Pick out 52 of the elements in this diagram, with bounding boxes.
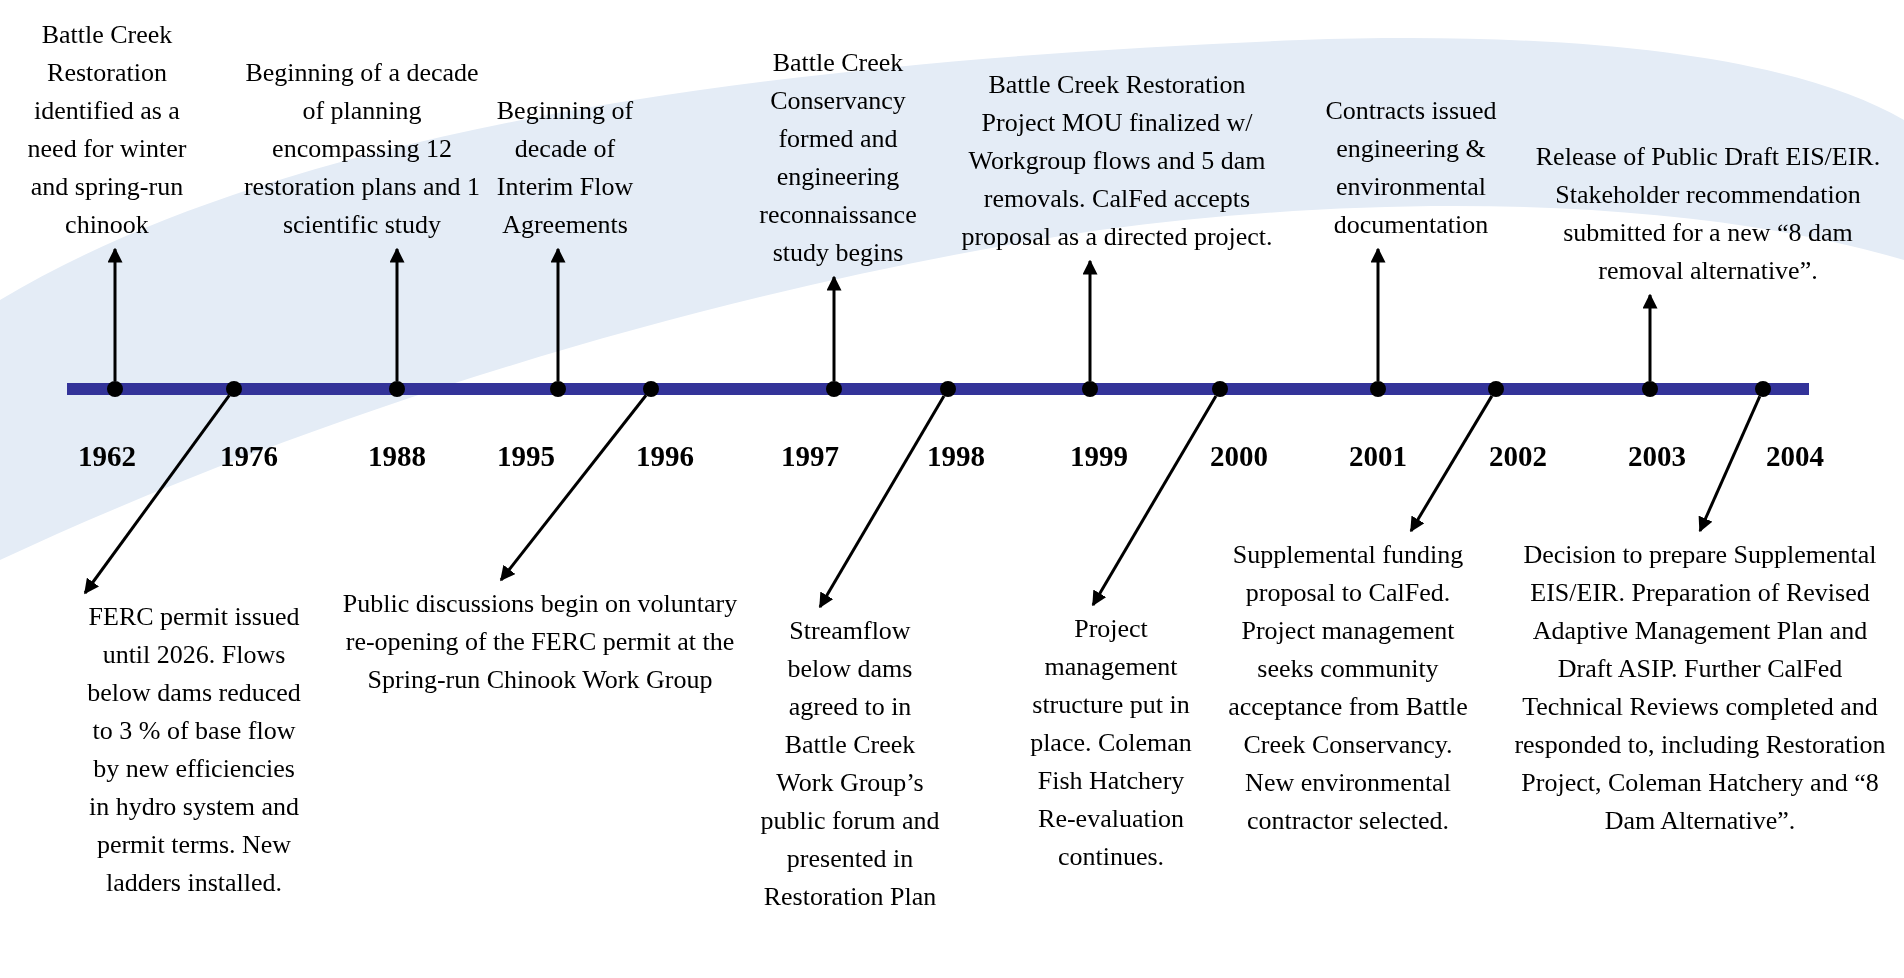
arrow: [1698, 395, 1762, 533]
year-label: 2001: [1349, 439, 1407, 473]
year-label: 1997: [781, 439, 839, 473]
arrow: [499, 394, 648, 582]
arrow: [83, 394, 231, 595]
timeline-dot: [1370, 381, 1386, 397]
timeline-dot: [643, 381, 659, 397]
event-description: Release of Public Draft EIS/EIR. Stakeholder recommendation submitted for a new “8 dam removal alternative”.: [1525, 138, 1891, 290]
arrow: [1642, 293, 1658, 381]
event-description: Beginning of decade of Interim Flow Agreements: [480, 92, 650, 244]
year-label: 1996: [636, 439, 694, 473]
arrow: [1370, 247, 1386, 381]
year-label: 2002: [1489, 439, 1547, 473]
event-description: Beginning of a decade of planning encompassing 12 restoration plans and 1 scientific study: [242, 54, 482, 244]
event-description: Decision to prepare Supplemental EIS/EIR. Preparation of Revised Adaptive Management Plan and Draft ASIP. Further CalFed Technical Reviews completed and responded to, including Restoration Project, Coleman Hatchery and “8 Dam Alternative”.: [1507, 536, 1893, 840]
event-description: Supplemental funding proposal to CalFed. Project management seeks community acceptance from Battle Creek Conservancy. New environmental contractor selected.: [1218, 536, 1478, 840]
year-label: 2004: [1766, 439, 1824, 473]
event-description: Battle Creek Conservancy formed and engineering reconnaissance study begins: [735, 44, 941, 272]
timeline-dot: [107, 381, 123, 397]
event-description: Project management structure put in place. Coleman Fish Hatchery Re-evaluation continues.: [1021, 610, 1201, 876]
year-label: 2003: [1628, 439, 1686, 473]
timeline-dot: [550, 381, 566, 397]
year-label: 1999: [1070, 439, 1128, 473]
year-label: 1988: [368, 439, 426, 473]
event-description: Battle Creek Restoration Project MOU finalized w/ Workgroup flows and 5 dam removals. CalFed accepts proposal as a directed project.: [952, 66, 1282, 256]
arrow: [1091, 395, 1218, 607]
timeline-dot: [1642, 381, 1658, 397]
timeline-dot: [1755, 381, 1771, 397]
event-description: FERC permit issued until 2026. Flows below dams reduced to 3 % of base flow by new efficiencies in hydro system and permit terms. New ladders installed.: [86, 598, 302, 902]
timeline-dot: [1212, 381, 1228, 397]
event-description: Contracts issued engineering & environmental documentation: [1308, 92, 1514, 244]
timeline-dot: [1488, 381, 1504, 397]
arrow: [818, 395, 946, 609]
arrow: [107, 247, 123, 381]
year-label: 2000: [1210, 439, 1268, 473]
year-label: 1976: [220, 439, 278, 473]
arrow: [550, 247, 566, 381]
timeline-dot: [826, 381, 842, 397]
year-label: 1962: [78, 439, 136, 473]
year-label: 1998: [927, 439, 985, 473]
year-label: 1995: [497, 439, 555, 473]
event-description: Streamflow below dams agreed to in Battle Creek Work Group’s public forum and presented in Restoration Plan: [755, 612, 945, 916]
event-description: Battle Creek Restoration identified as a need for winter and spring-run chinook: [19, 16, 195, 244]
arrow: [389, 247, 405, 381]
arrow: [1409, 395, 1494, 533]
timeline-dot: [940, 381, 956, 397]
arrow: [826, 275, 842, 381]
timeline-dot: [1082, 381, 1098, 397]
timeline-dot: [389, 381, 405, 397]
timeline-dot: [226, 381, 242, 397]
arrow: [1082, 259, 1098, 381]
event-description: Public discussions begin on voluntary re-opening of the FERC permit at the Spring-run Chinook Work Group: [340, 585, 740, 699]
